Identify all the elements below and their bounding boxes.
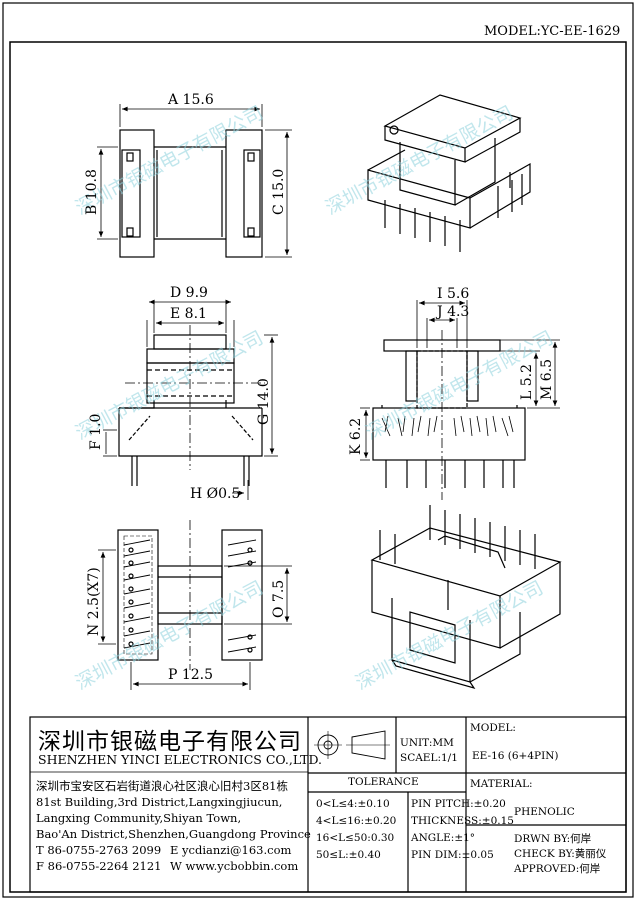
model-label: MODEL: — [470, 722, 516, 734]
title-block — [29, 716, 627, 893]
tolerance-title: TOLERANCE — [348, 776, 419, 788]
email-text: E ycdianzi@163.com — [170, 843, 292, 857]
company-name-en: SHENZHEN YINCI ELECTRONICS CO.,LTD. — [38, 752, 323, 767]
unit-text: UNIT:MM — [400, 737, 454, 749]
tolerance-right-1: PIN PITCH:±0.20 — [411, 798, 506, 810]
dim-b-label: B 10.8 — [84, 169, 100, 215]
bottom-view — [117, 529, 263, 661]
tolerance-left-1: 0<L≤4:±0.10 — [316, 798, 390, 810]
scale-text: SCAEL:1/1 — [400, 752, 458, 764]
side-view-dims — [103, 299, 278, 500]
tolerance-right-4: PIN DIM:±0.05 — [411, 849, 494, 861]
check-by: CHECK BY:黄丽仪 — [514, 848, 607, 860]
dim-j-label: J 4.3 — [435, 304, 469, 320]
drawn-by: DRWN BY:何岸 — [514, 833, 592, 845]
bottom-view-dims — [98, 520, 292, 690]
dim-n-label: N 2.5(X7) — [86, 567, 102, 636]
tolerance-left-2: 4<L≤16:±0.20 — [316, 815, 397, 827]
dim-e-label: E 8.1 — [170, 306, 207, 322]
tolerance-left-4: 50≤L:±0.40 — [316, 849, 381, 861]
model-header: MODEL:YC-EE-1629 — [484, 24, 621, 39]
address-line-1: 深圳市宝安区石岩街道浪心社区浪心旧村3区81栋 — [36, 779, 288, 793]
dim-d-label: D 9.9 — [170, 285, 208, 301]
web-text: W www.ycbobbin.com — [170, 859, 299, 873]
address-line-2: 81st Building,3rd District,Langxingjiucu… — [36, 795, 283, 809]
dim-m-label: M 6.5 — [539, 359, 555, 400]
model-value: EE-16 (6+4PIN) — [472, 750, 559, 762]
tolerance-left-3: 16<L≤50:0.30 — [316, 832, 395, 844]
fax-text: F 86-0755-2264 2121 — [36, 859, 162, 873]
address-line-3: Langxing Community,Shiyan Town, — [36, 811, 242, 825]
front-view-dims — [97, 104, 292, 258]
company-name-cn: 深圳市银磁电子有限公司 — [38, 729, 302, 755]
address-line-4: Bao'An District,Shenzhen,Guangdong Provi… — [36, 827, 311, 841]
dim-k-label: K 6.2 — [348, 418, 364, 455]
dim-h-label: H Ø0.5 — [190, 486, 240, 502]
dim-o-label: O 7.5 — [271, 580, 287, 618]
dim-f-label: F 1.0 — [88, 414, 104, 450]
watermark-2: 深圳市银磁电子有限公司 — [322, 102, 517, 220]
dim-c-label: C 15.0 — [271, 169, 287, 215]
material-value: PHENOLIC — [514, 806, 575, 818]
tel-text: T 86-0755-2763 2099 — [36, 843, 162, 857]
dim-i-label: I 5.6 — [437, 286, 469, 302]
front-view — [119, 129, 263, 258]
pin-label-7: 7 — [249, 534, 255, 544]
pin-front-view-dims — [360, 300, 560, 500]
approved-by: APPROVED:何岸 — [514, 863, 601, 875]
pin-label-6: 6 — [124, 534, 130, 544]
isometric-view-bottom — [370, 505, 562, 690]
tolerance-right-2: THICKNESS:±0.15 — [411, 815, 514, 827]
dim-g-label: G 14.0 — [256, 378, 272, 425]
isometric-view-top — [367, 94, 531, 252]
material-label: MATERIAL: — [470, 778, 533, 790]
dim-p-label: P 12.5 — [168, 667, 213, 683]
dim-l-label: L 5.2 — [519, 364, 535, 400]
tolerance-right-3: ANGLE:±1° — [411, 832, 476, 844]
dim-a-label: A 15.6 — [167, 92, 214, 108]
